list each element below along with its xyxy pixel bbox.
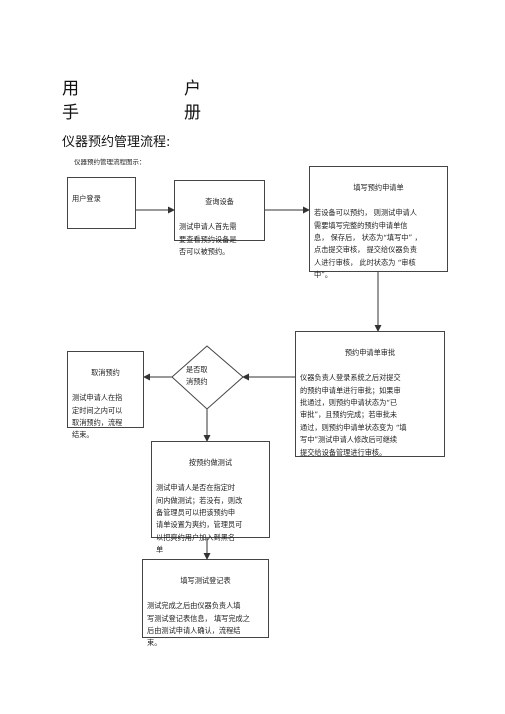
cancel-title: 取消预约 — [91, 368, 120, 378]
test-text: 测试申请人是否在指定时 间内做测试；若没有，则改 备管理员可以把该预约申 请单设… — [156, 483, 243, 555]
subsection-title: 仪器预约管理流程图示： — [74, 158, 146, 166]
fill-form-title: 填写预约申请单 — [353, 183, 404, 193]
title-char-3: 手 — [62, 103, 79, 123]
fill-form-text: 若设备可以预约， 则测试申请人 需要填写完整的预约申请单信 息， 保存后， 状态… — [314, 208, 422, 280]
approve-box: 预约申请单审批 仪器负责人登录系统之后对提交 的预约申请单进行审批；如果审 批通… — [295, 331, 445, 457]
cancel-text: 测试申请人在指 定时间之内可以 取消预约，流程 结束。 — [72, 393, 123, 440]
title-char-1: 用 — [62, 79, 79, 99]
approve-text: 仪器负责人登录系统之后对提交 的预约申请单进行审批；如果审 批通过，则预约申请状… — [300, 373, 407, 457]
title-char-2: 户 — [184, 79, 201, 99]
register-title: 填写测试登记表 — [180, 576, 231, 586]
fill-form-box: 填写预约申请单 若设备可以预约， 则测试申请人 需要填写完整的预约申请单信 息，… — [309, 166, 448, 279]
query-device-title: 查询设备 — [205, 197, 234, 207]
register-box: 填写测试登记表 测试完成之后由仪器负责人填 写测试登记表信息， 填写完成之 后由… — [142, 559, 269, 647]
section-title: 仪器预约管理流程: — [62, 135, 171, 150]
login-text: 用户登录 — [72, 194, 101, 204]
decision-label: 是否取 消预约 — [186, 365, 208, 386]
register-text: 测试完成之后由仪器负责人填 写测试登记表信息， 填写完成之 后由测试申请人确认，… — [147, 601, 250, 648]
query-device-box: 查询设备 测试申请人首先需 要查看预约设备是 否可以被预约。 — [174, 180, 265, 256]
test-title: 按预约做测试 — [188, 458, 233, 468]
cancel-box: 取消预约 测试申请人在指 定时间之内可以 取消预约，流程 结束。 — [67, 351, 144, 439]
decision-diamond — [171, 345, 244, 410]
title-char-4: 册 — [184, 103, 201, 123]
login-box: 用户登录 — [67, 177, 136, 229]
query-device-text: 测试申请人首先需 要查看预约设备是 否可以被预约。 — [179, 222, 237, 257]
test-box: 按预约做测试 测试申请人是否在指定时 间内做测试；若没有，则改 备管理员可以把该… — [151, 441, 270, 554]
approve-title: 预约申请单审批 — [344, 348, 396, 358]
